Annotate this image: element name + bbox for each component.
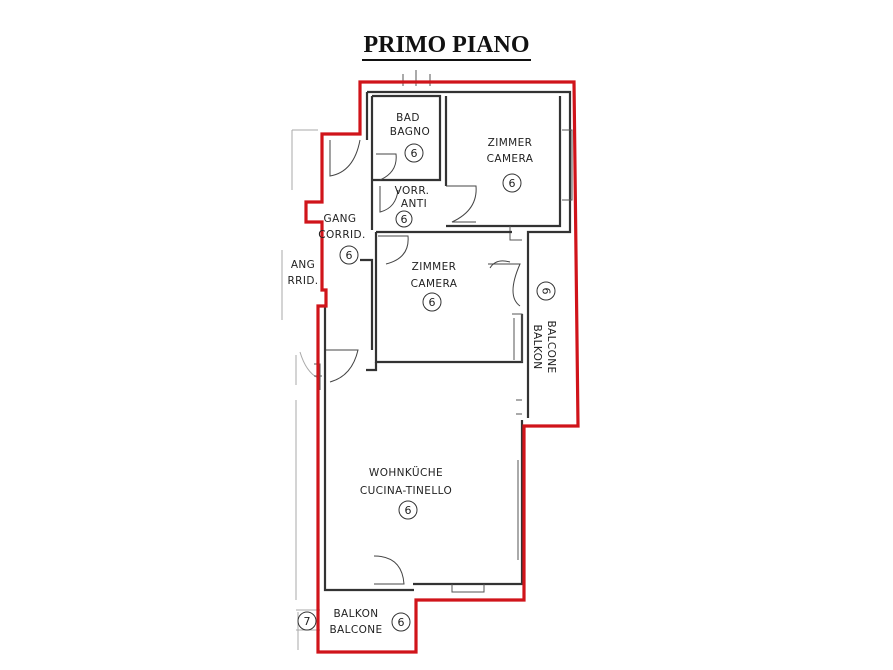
room-balcony-side-number-circle [536,281,556,301]
room-anti: VORR. ANTI 6 [395,185,430,228]
room-camera-mid-label-it: CAMERA [411,278,458,290]
room-kitchen: WOHNKÜCHE CUCINA-TINELLO 6 [360,466,452,520]
door-corridor-top [329,139,361,177]
plan-title: PRIMO PIANO [0,32,893,61]
neighbor-unit-lines [281,129,320,650]
room-camera-mid-number-circle [422,292,442,312]
room-bagno: BAD BAGNO 6 [390,112,430,163]
room-camera-top-number-circle [502,173,522,193]
walls [314,70,573,593]
room-anti-label-de: VORR. [395,185,430,197]
door-kitchen-entry [326,349,359,383]
room-balcony-bottom-label-it: BALCONE [329,624,382,636]
door-balcony-bottom [373,555,405,585]
room-balcony-bottom: BALKON BALCONE 6 [329,608,411,636]
room-anti-number: 6 [401,213,408,226]
room-camera-top: ZIMMER CAMERA 6 [487,137,534,193]
room-balcony-side: 6 BALKON BALCONE [531,281,557,374]
room-balcony-bottom-label-de: BALKON [333,608,378,620]
room-balcony-side-label-it: BALCONE [545,320,557,373]
neighbor-number-circle [297,611,317,631]
room-balcony-side-number: 6 [540,288,553,295]
room-camera-mid-number: 6 [429,296,436,309]
room-camera-top-number: 6 [509,177,516,190]
room-corridor-number: 6 [346,249,353,262]
room-bagno-number: 6 [411,147,418,160]
room-anti-number-circle [395,210,413,228]
neighbor-room-number: 7 [297,611,317,631]
door-camera-top [446,185,477,223]
room-kitchen-number-circle [398,500,418,520]
room-corridor-label-de: GANG [324,213,357,225]
room-balcony-bottom-number: 6 [398,616,405,629]
room-camera-mid-label-de: ZIMMER [412,261,457,273]
room-kitchen-label-it: CUCINA-TINELLO [360,485,452,497]
door-anti [379,186,399,213]
room-camera-mid: ZIMMER CAMERA 6 [411,261,458,312]
room-corridor-neighbor: ANG RRID. [287,259,318,287]
door-camera-mid [378,235,409,265]
door-balcony-side [488,260,521,307]
unit-boundary-outline [304,80,580,654]
plan-title-text: PRIMO PIANO [361,32,532,61]
room-kitchen-number: 6 [405,504,412,517]
room-corridor-neighbor-label-it: RRID. [287,275,318,287]
room-bagno-label-de: BAD [396,112,420,124]
neighbor-number: 7 [304,615,311,628]
room-anti-label-it: ANTI [401,198,427,210]
room-balcony-bottom-number-circle [391,612,411,632]
room-corridor-number-circle [339,245,359,265]
room-balcony-side-label-de: BALKON [531,324,543,369]
room-corridor-label-it: CORRID. [318,229,366,241]
room-bagno-number-circle [404,143,424,163]
room-corridor: GANG CORRID. 6 [318,213,366,265]
room-corridor-neighbor-label-de: ANG [291,259,315,271]
room-bagno-label-it: BAGNO [390,126,430,138]
room-camera-top-label-it: CAMERA [487,153,534,165]
door-bagno [376,153,397,181]
room-camera-top-label-de: ZIMMER [488,137,533,149]
door-swings [326,139,521,585]
room-kitchen-label-de: WOHNKÜCHE [369,466,443,479]
